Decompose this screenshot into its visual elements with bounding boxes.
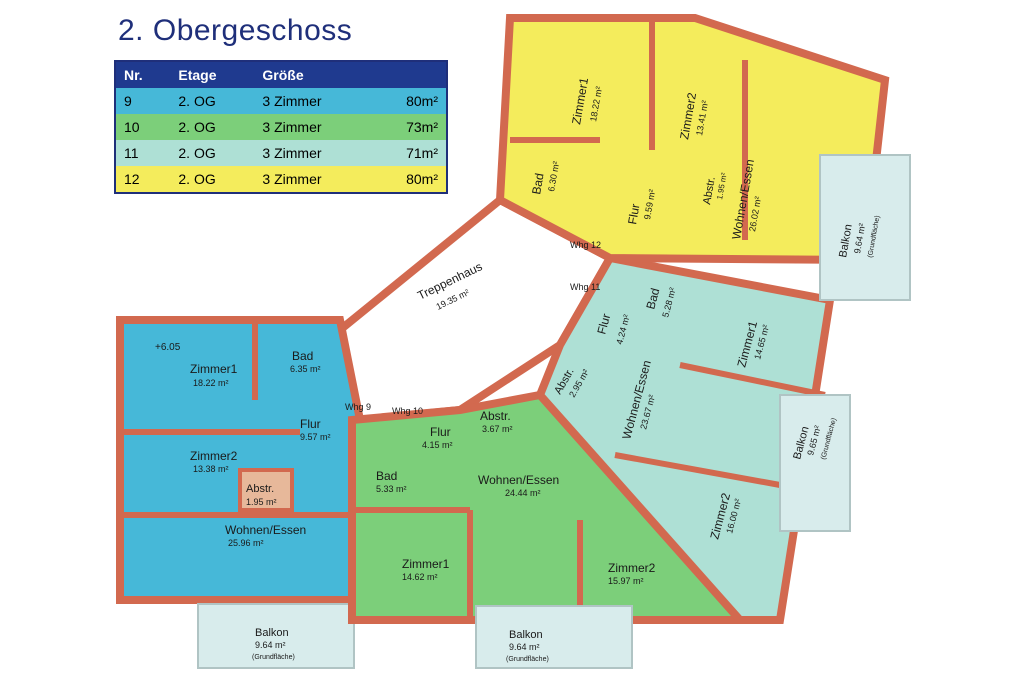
room-area: 1.95 m²	[246, 497, 277, 507]
legend-header-nr: Nr.	[115, 61, 171, 88]
room-note: (Grundfläche)	[506, 656, 549, 663]
legend-header-empty	[371, 61, 447, 88]
wall	[614, 452, 781, 488]
whg-label: Whg 9	[345, 402, 371, 412]
room-name: Bad	[643, 287, 662, 311]
room-area: 15.97 m²	[608, 576, 644, 586]
mint-balcony	[779, 394, 851, 532]
whg-label: Whg 10	[392, 406, 423, 416]
room-name: Abstr.	[701, 176, 718, 206]
room-name: Wohnen/Essen	[225, 523, 306, 537]
room-name: Flur	[594, 312, 613, 336]
apartment-legend-table: Nr. Etage Größe 9 2. OG 3 Zimmer 80m² 10…	[114, 60, 448, 194]
room-area: 5.33 m²	[376, 484, 407, 494]
room-name: Zimmer1	[190, 362, 238, 376]
room-area: 18.22 m²	[193, 378, 229, 388]
legend-zimmer: 3 Zimmer	[262, 93, 322, 109]
legend-size: 71m²	[406, 145, 438, 161]
legend-header-etage: Etage	[170, 61, 255, 88]
room-name: Abstr.	[246, 483, 274, 495]
legend-size: 80m²	[406, 93, 438, 109]
room-name: Abstr.	[480, 409, 511, 423]
legend-row-11: 11 2. OG 3 Zimmer 71m²	[115, 140, 447, 166]
legend-nr: 12	[124, 171, 140, 187]
room-name: Zimmer1	[402, 557, 450, 571]
legend-zimmer: 3 Zimmer	[262, 119, 322, 135]
room-area: 9.64 m²	[509, 642, 540, 652]
room-name: Flur	[430, 425, 451, 439]
legend-nr: 11	[124, 145, 139, 161]
room-name: Balkon	[255, 627, 289, 639]
legend-row-9: 9 2. OG 3 Zimmer 80m²	[115, 88, 447, 114]
room-area: 6.35 m²	[290, 364, 321, 374]
legend-nr: 10	[124, 119, 140, 135]
legend-etage: 2. OG	[178, 145, 216, 161]
room-label: +6.05	[155, 342, 181, 353]
room-name: Zimmer2	[608, 561, 656, 575]
room-name: Bad	[376, 469, 397, 483]
blue-balcony	[197, 603, 355, 669]
room-note: (Grundfläche)	[252, 654, 295, 661]
legend-header-row: Nr. Etage Größe	[115, 61, 447, 88]
yellow-balcony	[819, 154, 911, 301]
page-title: 2. Obergeschoss	[118, 14, 353, 47]
legend-size: 80m²	[406, 171, 438, 187]
room-name: Flur	[625, 203, 642, 226]
room-area: 9.64 m²	[255, 640, 286, 650]
wall	[679, 362, 826, 398]
room-name: Balkon	[837, 223, 855, 258]
room-name: Balkon	[509, 629, 543, 641]
whg-label: Whg 12	[570, 240, 601, 250]
room-area: 13.38 m²	[193, 464, 229, 474]
room-name: Bad	[292, 349, 313, 363]
legend-row-12: 12 2. OG 3 Zimmer 80m²	[115, 166, 447, 193]
legend-header-groesse: Größe	[254, 61, 372, 88]
room-area: 9.57 m²	[300, 432, 331, 442]
legend-etage: 2. OG	[178, 93, 216, 109]
legend-etage: 2. OG	[178, 171, 216, 187]
room-area: 14.62 m²	[402, 572, 438, 582]
legend-nr: 9	[124, 93, 132, 109]
legend-size: 73m²	[406, 119, 438, 135]
room-area: 3.67 m²	[482, 424, 513, 434]
room-name: Zimmer2	[190, 449, 238, 463]
legend-row-10: 10 2. OG 3 Zimmer 73m²	[115, 114, 447, 140]
room-name: Bad	[529, 172, 546, 195]
green-balcony	[475, 605, 633, 669]
legend-zimmer: 3 Zimmer	[262, 171, 322, 187]
room-name: Flur	[300, 417, 321, 431]
room-area: 4.15 m²	[422, 440, 453, 450]
room-name: Wohnen/Essen	[478, 473, 559, 487]
legend-etage: 2. OG	[178, 119, 216, 135]
abstr-room	[238, 468, 294, 512]
legend-zimmer: 3 Zimmer	[262, 145, 322, 161]
room-area: 24.44 m²	[505, 488, 541, 498]
whg-label: Whg 11	[570, 282, 600, 292]
room-area: 25.96 m²	[228, 538, 264, 548]
apartment-9-area	[116, 316, 365, 604]
